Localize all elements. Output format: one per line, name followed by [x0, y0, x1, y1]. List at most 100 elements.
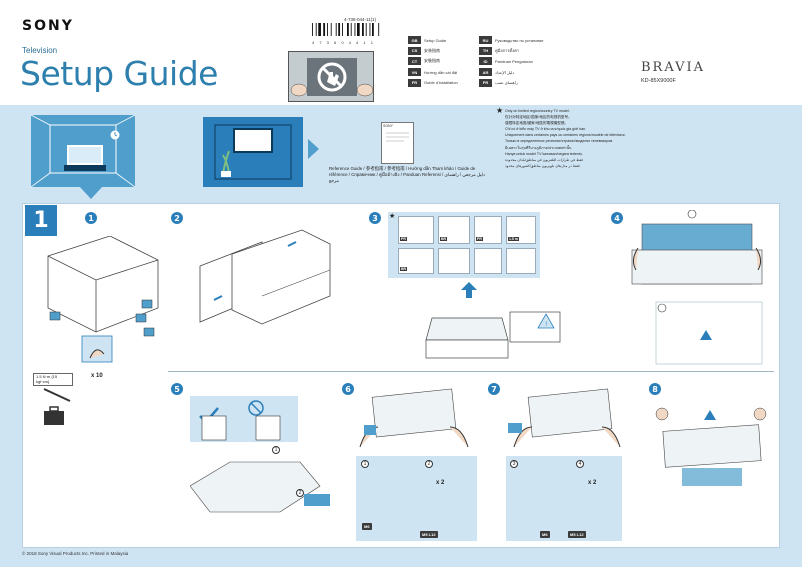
screw-count: x 10: [91, 373, 103, 379]
remove-cushion-illustration: [190, 396, 330, 513]
lift-tv-from-box-illustration: [631, 210, 763, 365]
page-title: Setup Guide: [20, 54, 218, 93]
right-margin-strip: [780, 203, 802, 567]
language-code: VN: [408, 68, 421, 77]
language-code: PR: [479, 78, 492, 87]
accessory-tag: BR: [400, 267, 408, 271]
bottom-strip: [0, 548, 802, 567]
substep-2: 2: [171, 212, 183, 224]
language-code: ID: [479, 57, 492, 66]
barcode-icon: [310, 23, 402, 40]
model-number: KD-85X9000F: [641, 78, 676, 84]
language-code: GB: [408, 36, 421, 45]
substep-4: 4: [611, 212, 623, 224]
star-icon: ★: [496, 106, 504, 115]
product-line: BRAVIA: [641, 60, 705, 75]
step7-sub4: 4: [576, 460, 584, 468]
substep-8: 8: [649, 383, 661, 395]
arrow-stem: [84, 181, 98, 187]
language-name: راهنمای نصب: [495, 80, 518, 86]
category-label: Television: [22, 46, 58, 55]
wall-tv-icon: [233, 128, 273, 153]
language-name: คู่มือการตั้งค่า: [495, 48, 520, 54]
substep-7: 7: [488, 383, 500, 395]
tv-in-box-illustration: !: [425, 311, 561, 359]
region-note-line: 僅限特定地區/國家/地區的電視機型號。: [505, 121, 569, 126]
reference-guide-icon: [381, 122, 414, 164]
attach-stand-illustration-b: [508, 388, 621, 448]
language-name: Panduan Pengaturan: [495, 58, 533, 64]
step5-sub1: 1: [272, 446, 280, 454]
region-note-line: Chỉ có ở kiểu máy TV ở khu vực/quốc gia …: [505, 127, 587, 132]
region-note-line: Только в определенных регионах/странах/м…: [505, 139, 614, 144]
screwdriver-toolbox-icon: [43, 388, 71, 425]
no-touch-icon: [290, 58, 373, 97]
left-margin-strip: [0, 203, 22, 567]
accessory-item: [474, 248, 502, 274]
accessory-star-icon: ★: [389, 213, 396, 220]
language-name: Setup Guide: [424, 37, 447, 43]
substep-1: 1: [85, 212, 97, 224]
language-name: 安裝指南: [424, 58, 440, 64]
main-step-number: 1: [25, 205, 57, 236]
substep-5: 5: [171, 383, 183, 395]
region-note-line: Uniquement dans certaines pays ou certai…: [505, 133, 626, 138]
svg-text:!: !: [545, 321, 547, 328]
language-code: RU: [479, 36, 492, 45]
step7-tag-d: M5 L12: [568, 531, 586, 538]
accessory-tag: PR: [476, 237, 483, 241]
substep-3: 3: [369, 212, 381, 224]
step7-sub3: 3: [510, 460, 518, 468]
reference-guide-text: Reference Guide / 参考指南 / 參考指南 / Hướng dẫ…: [329, 166, 485, 183]
accessory-tag: 1.5 m: [508, 237, 519, 241]
region-note-line: มีเฉพาะในรุ่นทีวีบางภูมิภาค/ประเทศเท่านั…: [505, 145, 572, 150]
room-illustration: [30, 114, 136, 188]
region-note-line: Only on limited region/country TV model.: [505, 109, 570, 113]
step7-detail-panel: [506, 456, 622, 541]
language-name: Руководство по установке: [495, 37, 544, 43]
copyright: © 2018 Sony Visual Products Inc. Printed…: [22, 551, 129, 556]
step6-sub1: 1: [361, 460, 369, 468]
step-divider: [168, 371, 774, 372]
language-name: 安装指南: [424, 47, 440, 53]
step7-screw-count: x 2: [588, 480, 597, 486]
stand-up-tv-illustration: [655, 407, 767, 486]
step6-tag-b: M5 L12: [420, 531, 438, 538]
region-note-line: Hanya untuk model TV kawasan/negara tert…: [505, 151, 584, 156]
accessory-tag: PR: [400, 237, 407, 241]
step6-tag-a: M6: [362, 523, 372, 530]
region-note-line: فقط در مدل‌های تلویزیون مناطق/کشورهای مح…: [505, 163, 580, 168]
language-code: TH: [479, 46, 492, 55]
accessory-item: [506, 248, 536, 274]
boxed-tv-illustration: [47, 236, 159, 363]
part-number: 4-736-044-11(1): [344, 17, 377, 22]
region-note-line: فقط في طرازات التلفزيون في مناطق/بلدان م…: [505, 157, 584, 162]
torque-note: 1.5 N·m {15 kgf·cm}: [33, 373, 73, 386]
language-code: CS: [408, 46, 421, 55]
barcode-text: 4 7 3 6 0 4 4 1 1: [312, 40, 375, 45]
reference-book-label: SONY: [383, 124, 393, 128]
step6-sub2: 2: [425, 460, 433, 468]
step5-sub2: 2: [296, 489, 304, 497]
right-arrow-icon: [308, 139, 319, 159]
step6-detail-panel: [356, 456, 477, 541]
language-name: Hướng dẫn cài đặt: [424, 69, 458, 75]
no-touch-screen-warning: [288, 51, 374, 102]
unboxing-illustration: [199, 229, 331, 325]
step6-screw-count: x 2: [436, 480, 445, 486]
region-note: Only on limited region/country TV model.…: [505, 108, 650, 169]
